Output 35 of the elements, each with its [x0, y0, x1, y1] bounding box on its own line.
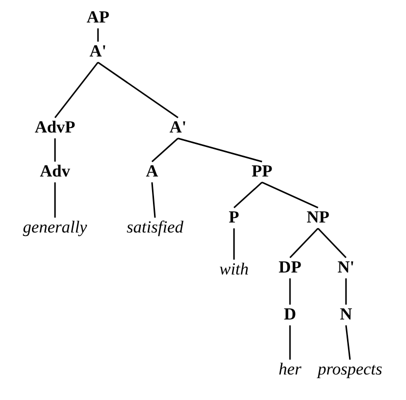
category-label: AP	[86, 8, 110, 28]
word-label: prospects	[318, 360, 382, 380]
category-label: PP	[252, 162, 272, 182]
tree-branch	[317, 228, 347, 258]
word-label: generally	[22, 218, 88, 238]
category-label: DP	[278, 258, 302, 278]
word-label: her	[278, 360, 302, 380]
tree-branch	[289, 325, 291, 360]
category-label: NP	[306, 208, 330, 228]
tree-branch	[98, 62, 178, 118]
tree-branch	[289, 228, 319, 258]
tree-branch	[54, 182, 56, 218]
tree-branch	[233, 228, 235, 260]
tree-branch	[152, 138, 178, 162]
category-label: D	[284, 306, 296, 324]
category-label: A'	[90, 42, 106, 62]
tree-branch	[289, 278, 291, 305]
category-label: AdvP	[34, 118, 76, 138]
word-label: satisfied	[126, 218, 184, 238]
tree-branch	[345, 325, 351, 360]
tree-branch	[97, 28, 99, 42]
category-label: A	[146, 162, 158, 182]
tree-branch	[234, 182, 262, 208]
category-label: Adv	[40, 162, 70, 182]
category-label: N	[340, 306, 352, 324]
word-label: with	[219, 260, 249, 280]
category-label: A'	[170, 118, 186, 138]
tree-branch	[151, 182, 156, 218]
category-label: N'	[338, 258, 354, 278]
tree-branch	[54, 138, 56, 162]
category-label: P	[228, 208, 240, 228]
tree-branch	[54, 62, 99, 118]
tree-branch	[178, 138, 262, 162]
tree-branch	[262, 182, 318, 208]
tree-branch	[345, 278, 347, 305]
